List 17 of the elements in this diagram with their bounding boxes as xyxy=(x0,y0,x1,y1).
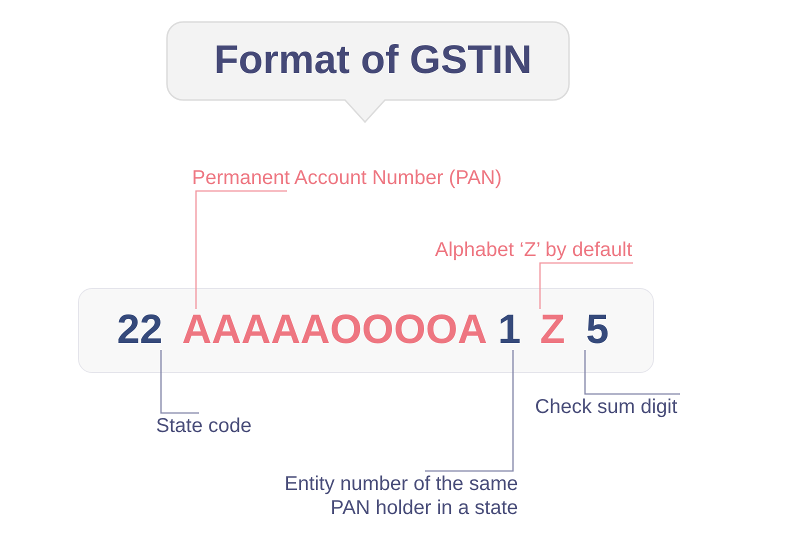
leader-line xyxy=(584,350,680,395)
annotation-label: Entity number of the same PAN holder in a state xyxy=(278,472,518,520)
code-digit: 5 xyxy=(586,309,609,350)
annotation-label: Permanent Account Number (PAN) xyxy=(192,166,502,190)
code-panel xyxy=(78,288,654,373)
leader-line xyxy=(539,262,633,309)
leader-line xyxy=(160,350,199,414)
annotation-label: Check sum digit xyxy=(535,395,678,419)
leader-line xyxy=(195,190,287,309)
code-digits: 22 xyxy=(117,309,163,350)
code-digit: 1 xyxy=(498,309,521,350)
annotation-label: State code xyxy=(156,414,252,438)
diagram-title: Format of GSTIN xyxy=(214,40,532,80)
annotation-label: Alphabet ‘Z’ by default xyxy=(435,238,632,262)
code-letters: AAAAAOOOOA xyxy=(182,309,488,350)
leader-line xyxy=(425,350,514,472)
code-letter: Z xyxy=(540,309,566,350)
